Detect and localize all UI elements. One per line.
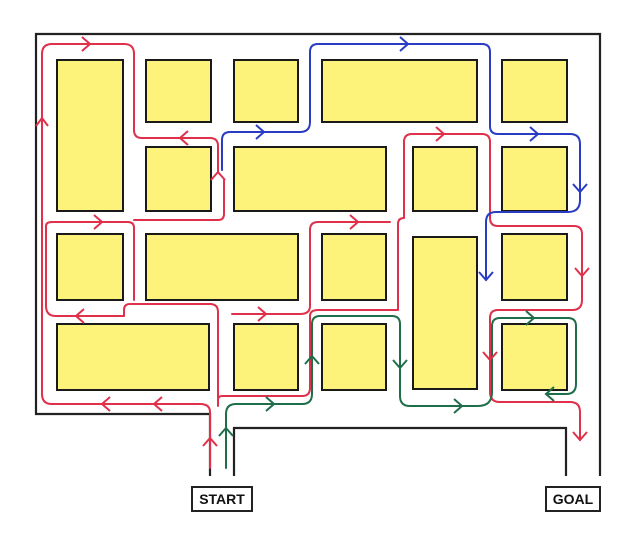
arrow-mark <box>525 310 536 326</box>
red-path-middle <box>133 179 225 221</box>
arrow-mark <box>392 359 408 370</box>
block <box>56 233 124 301</box>
route-blue <box>221 43 581 281</box>
red-arrows <box>35 36 590 447</box>
block <box>321 323 387 391</box>
arrow-mark <box>93 214 104 230</box>
block <box>501 146 568 212</box>
arrow-mark <box>544 386 555 402</box>
block <box>501 323 568 391</box>
block <box>321 233 387 301</box>
block <box>321 59 478 123</box>
arrow-mark <box>100 396 111 412</box>
maze-blocks <box>56 59 568 391</box>
route-green <box>225 315 577 469</box>
arrow-mark <box>210 170 226 181</box>
arrow-mark <box>304 354 320 365</box>
red-path-goal <box>489 275 583 441</box>
green-arrows <box>218 310 555 437</box>
red-path-right <box>217 133 583 401</box>
blue-arrows <box>255 36 588 282</box>
inner-wall <box>232 426 568 476</box>
arrow-mark <box>572 183 588 194</box>
arrow-mark <box>572 431 588 442</box>
arrow-mark <box>35 116 49 127</box>
red-path-inner-loop <box>45 221 219 407</box>
block <box>56 59 124 212</box>
arrow-mark <box>257 306 268 322</box>
block <box>412 236 478 390</box>
goal-label: GOAL <box>545 486 601 512</box>
block <box>145 233 299 301</box>
arrow-mark <box>453 398 464 414</box>
arrow-mark <box>399 36 410 52</box>
red-path-outer-loop <box>41 43 219 469</box>
arrow-mark <box>349 214 360 230</box>
arrow-mark <box>265 396 276 412</box>
block <box>145 146 212 212</box>
start-label: START <box>191 486 253 512</box>
blue-path <box>221 43 581 281</box>
arrow-mark <box>202 436 218 447</box>
arrow-mark <box>81 36 92 52</box>
block <box>233 146 387 212</box>
arrow-mark <box>435 126 446 142</box>
arrow-mark <box>478 271 494 282</box>
arrow-mark <box>255 124 266 140</box>
block <box>501 233 568 301</box>
arrow-mark <box>574 267 590 278</box>
arrow-mark <box>529 126 540 142</box>
arrow-mark <box>218 426 234 437</box>
green-path <box>225 315 577 469</box>
block <box>233 323 299 391</box>
arrow-mark <box>482 351 498 362</box>
arrow-mark <box>152 396 163 412</box>
block <box>412 146 478 212</box>
block <box>56 323 210 391</box>
arrow-mark <box>74 308 85 324</box>
block <box>145 59 212 123</box>
block <box>233 59 299 123</box>
arrow-mark <box>178 130 189 146</box>
red-path-lower <box>231 221 391 315</box>
block <box>501 59 568 123</box>
route-red <box>41 43 583 469</box>
